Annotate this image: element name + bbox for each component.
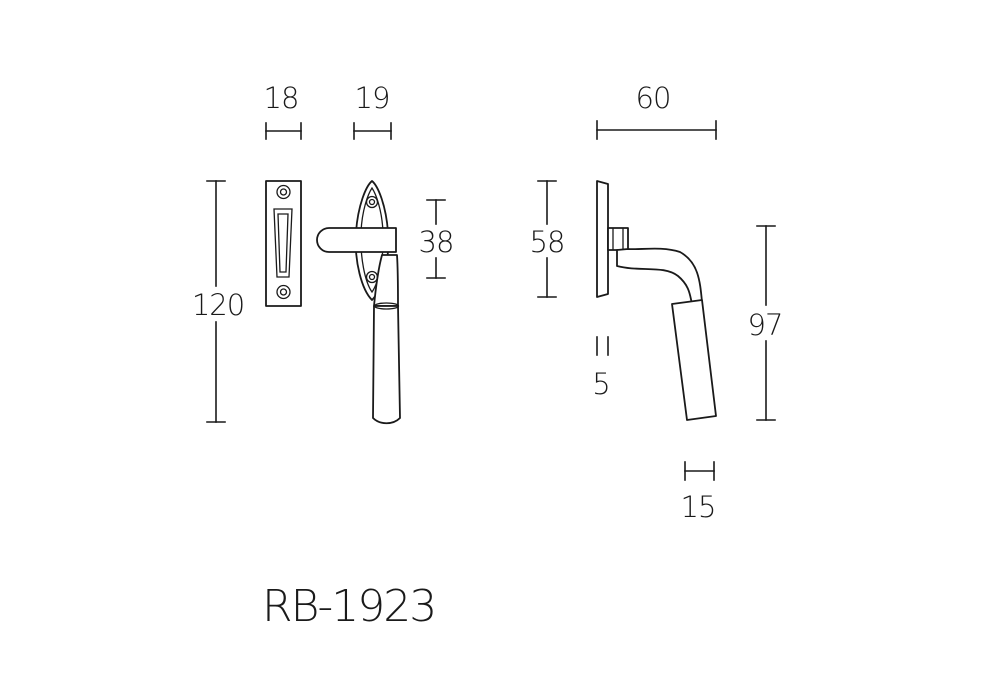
dim-handle-length: 97 (748, 225, 783, 421)
dim-handle-length-label: 97 (748, 308, 783, 342)
dim-total-height: 120 (192, 180, 245, 423)
dim-lever-width: 19 (353, 81, 392, 140)
dim-plate-width: 18 (264, 81, 302, 140)
handle-side-view (596, 180, 717, 421)
dim-overall-projection-label: 60 (636, 81, 671, 115)
dim-grip-diameter: 15 (681, 461, 716, 524)
dim-total-height-label: 120 (192, 288, 244, 322)
dim-overall-projection: 60 (596, 81, 717, 140)
dim-rose-height: 38 (419, 199, 454, 279)
dim-side-plate-height-label: 58 (530, 225, 565, 259)
handle-front-view (316, 180, 401, 425)
dim-plate-thickness: 5 (592, 336, 611, 401)
dim-side-plate-height: 58 (530, 180, 565, 298)
dim-plate-thickness-label: 5 (592, 367, 609, 401)
dim-lever-width-label: 19 (355, 81, 390, 115)
dim-rose-height-label: 38 (419, 225, 454, 259)
strike-plate (265, 180, 302, 307)
dim-plate-width-label: 18 (264, 81, 299, 115)
model-number: RB-1923 (262, 581, 435, 632)
dim-grip-diameter-label: 15 (681, 490, 716, 524)
